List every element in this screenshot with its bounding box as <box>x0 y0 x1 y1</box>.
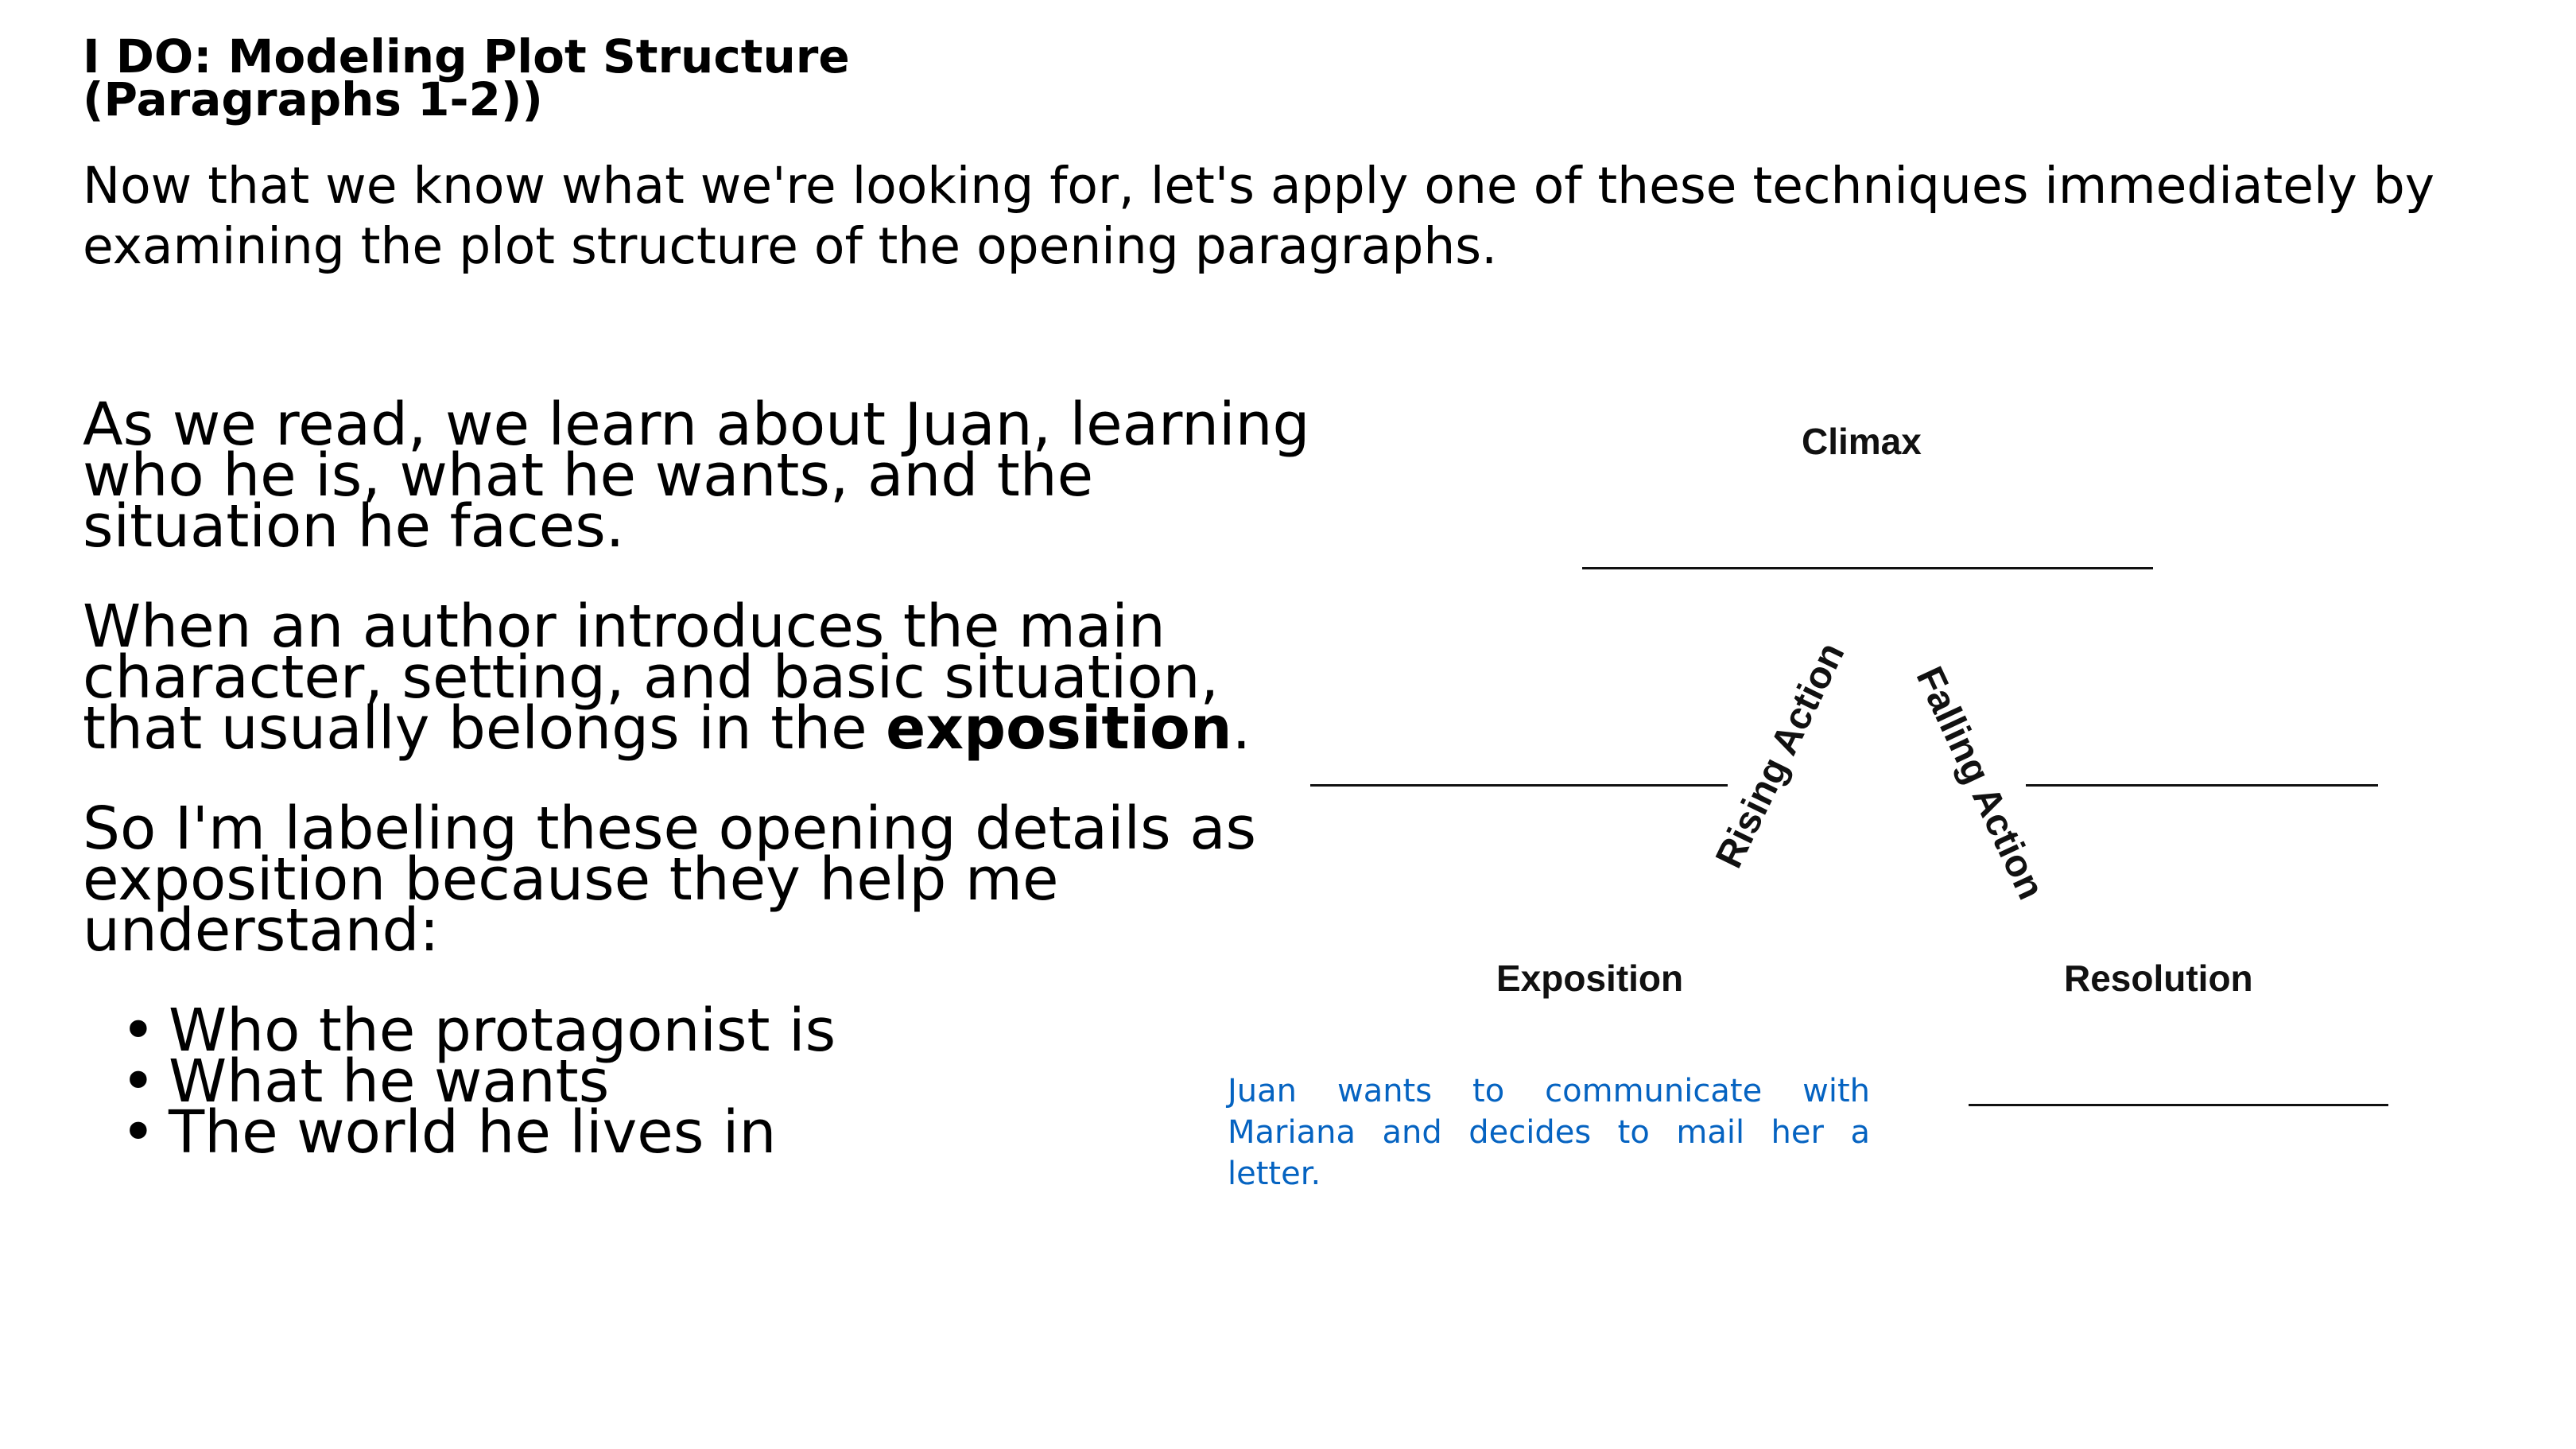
bullet-list: •Who the protagonist is •What he wants •… <box>83 996 1323 1167</box>
exposition-term: exposition <box>886 694 1232 763</box>
title-line-2: (Paragraphs 1-2)) <box>83 72 543 126</box>
bullet-icon: • <box>121 1047 156 1116</box>
falling-action-blank-line <box>2026 784 2378 787</box>
exposition-label: Exposition <box>1496 958 1684 999</box>
paragraph-learn-about-juan: As we read, we learn about Juan, learnin… <box>83 390 1310 561</box>
list-item: •The world he lives in <box>83 1098 1323 1167</box>
list-item: •What he wants <box>83 1047 1323 1116</box>
rising-action-label: Rising Action <box>1708 635 1853 875</box>
resolution-blank-line <box>1969 1104 2388 1106</box>
paragraph-labeling: So I'm labeling these opening details as… <box>83 794 1257 965</box>
exposition-answer-text: Juan wants to communicate with Mariana a… <box>1228 1073 1870 1192</box>
list-item-text: The world he lives in <box>169 1098 777 1167</box>
bullet-icon: • <box>121 996 156 1065</box>
falling-action-wrapper: Falling Action <box>1821 661 2139 906</box>
explanation-text: As we read, we learn about Juan, learnin… <box>83 390 1323 1167</box>
para2-period: . <box>1232 694 1251 763</box>
page-title: I DO: Modeling Plot Structure (Paragraph… <box>83 33 850 122</box>
title-line-1: I DO: Modeling Plot Structure <box>83 29 850 84</box>
falling-action-label: Falling Action <box>1907 660 2053 906</box>
resolution-label: Resolution <box>2064 958 2253 999</box>
list-item: •Who the protagonist is <box>83 996 1323 1065</box>
intro-text: Now that we know what we're looking for,… <box>83 157 2435 275</box>
climax-label: Climax <box>1802 421 1922 462</box>
bullet-icon: • <box>121 1098 156 1167</box>
climax-blank-line <box>1582 567 2153 569</box>
exposition-blank-line <box>1310 784 1728 787</box>
paragraph-exposition-definition: When an author introduces the main chara… <box>83 597 1323 758</box>
list-item-text: Who the protagonist is <box>169 996 836 1065</box>
list-item-text: What he wants <box>169 1047 610 1116</box>
para2-text: When an author introduces the main chara… <box>83 592 1220 763</box>
